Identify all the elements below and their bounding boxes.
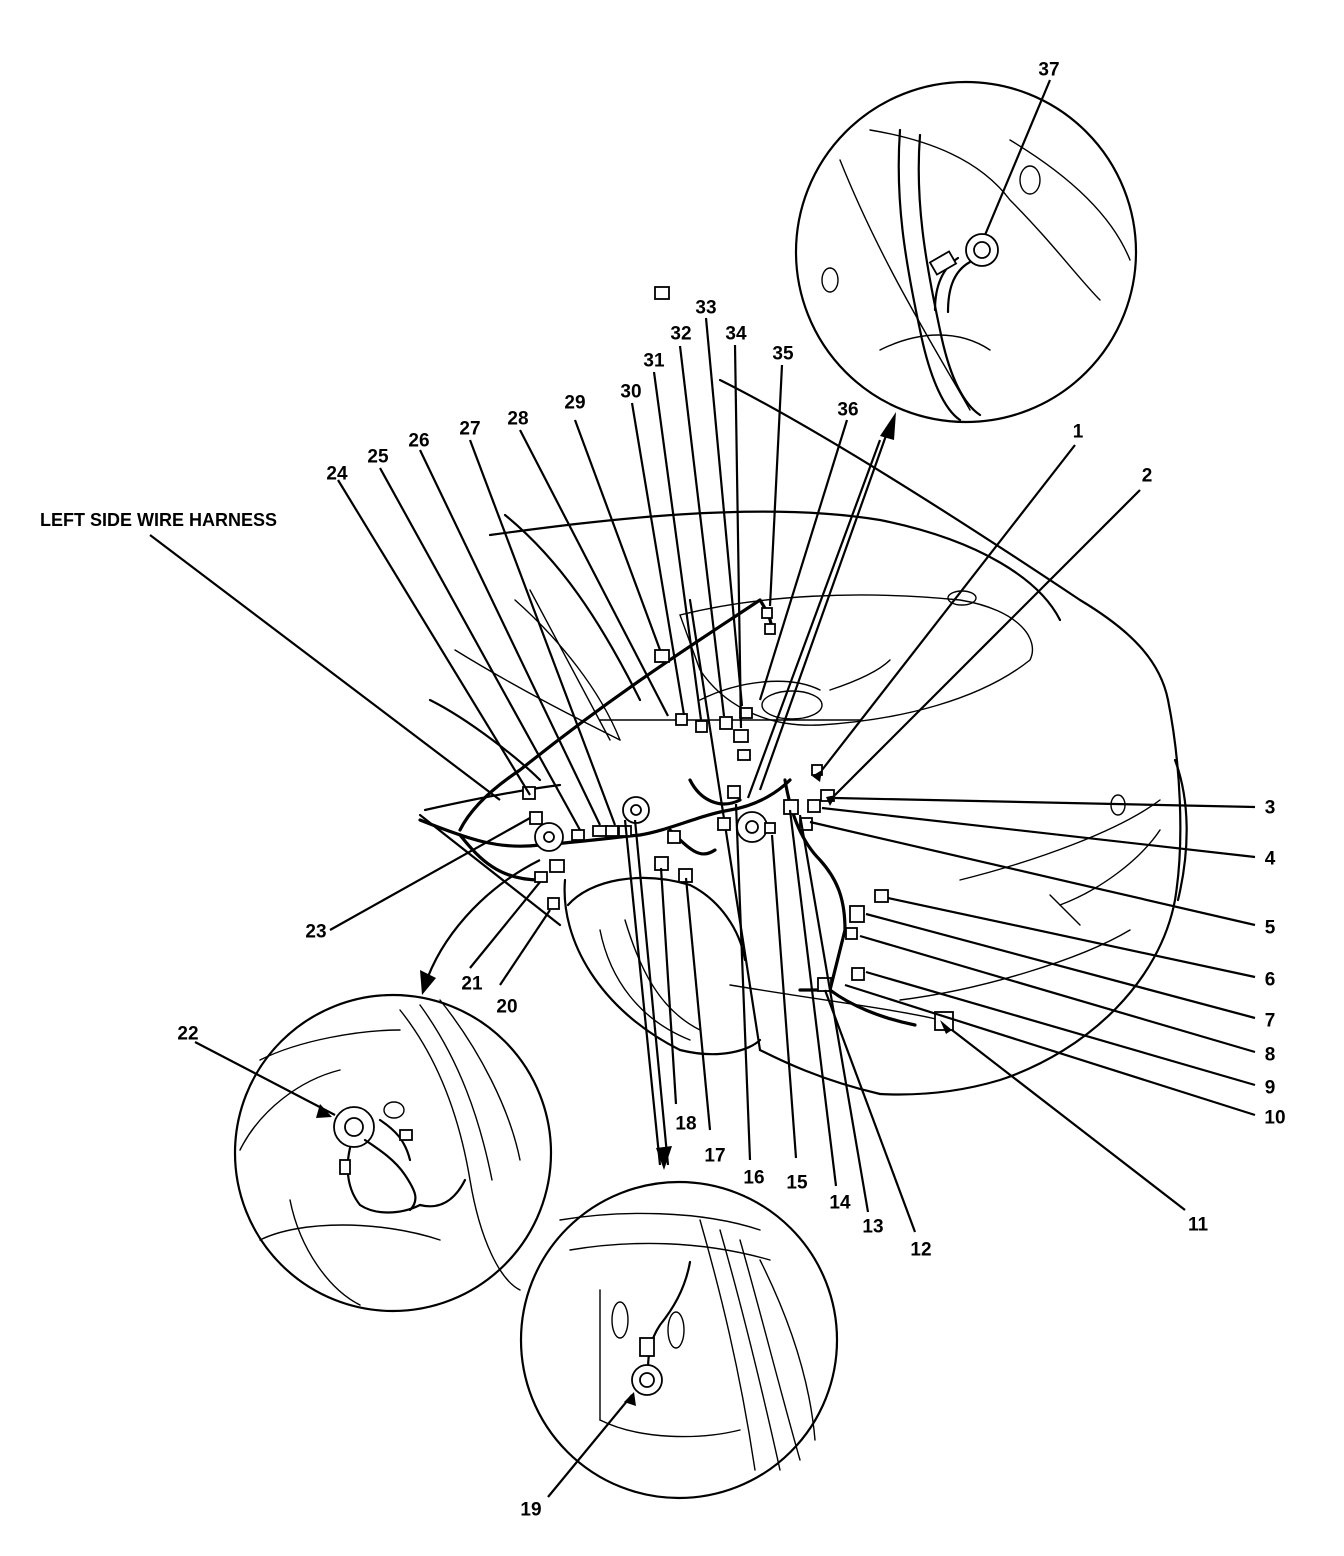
- callout-31: 31: [643, 350, 665, 372]
- detail-circle-22: [233, 993, 553, 1313]
- callout-23: 23: [305, 921, 327, 943]
- callout-20: 20: [496, 996, 518, 1018]
- callout-34: 34: [725, 323, 747, 345]
- callout-13: 13: [862, 1216, 884, 1238]
- wire-harness: [418, 286, 954, 1031]
- callout-25: 25: [367, 446, 389, 468]
- callout-14: 14: [829, 1192, 851, 1214]
- callout-30: 30: [620, 381, 642, 403]
- callout-17: 17: [704, 1145, 726, 1167]
- detail-circle-19: [519, 1180, 839, 1500]
- callout-15: 15: [786, 1172, 808, 1194]
- callout-33: 33: [695, 297, 717, 319]
- callout-21: 21: [461, 973, 483, 995]
- callout-4: 4: [1264, 848, 1276, 870]
- callout-11: 11: [1187, 1214, 1209, 1236]
- detail-circle-37: [794, 80, 1138, 424]
- leader-lines: [149, 79, 1256, 1498]
- callout-19: 19: [520, 1499, 542, 1521]
- callout-6: 6: [1264, 969, 1276, 991]
- callout-16: 16: [743, 1167, 765, 1189]
- callout-7: 7: [1264, 1010, 1276, 1032]
- callout-12: 12: [910, 1239, 932, 1261]
- vehicle-body: [418, 378, 1188, 1096]
- callout-3: 3: [1264, 797, 1276, 819]
- callout-8: 8: [1264, 1044, 1276, 1066]
- callout-29: 29: [564, 392, 586, 414]
- callout-24: 24: [326, 463, 348, 485]
- callout-28: 28: [507, 408, 529, 430]
- callout-22: 22: [177, 1023, 199, 1045]
- callout-9: 9: [1264, 1077, 1276, 1099]
- callout-32: 32: [670, 323, 692, 345]
- callout-2: 2: [1141, 465, 1153, 487]
- callout-35: 35: [772, 343, 794, 365]
- callout-18: 18: [675, 1113, 697, 1135]
- callout-5: 5: [1264, 917, 1276, 939]
- diagram-title: LEFT SIDE WIRE HARNESS: [40, 510, 278, 530]
- callout-36: 36: [837, 399, 859, 421]
- callout-1: 1: [1072, 421, 1084, 443]
- callout-27: 27: [459, 418, 481, 440]
- callout-26: 26: [408, 430, 430, 452]
- callout-37: 37: [1038, 59, 1060, 81]
- callout-10: 10: [1264, 1107, 1286, 1129]
